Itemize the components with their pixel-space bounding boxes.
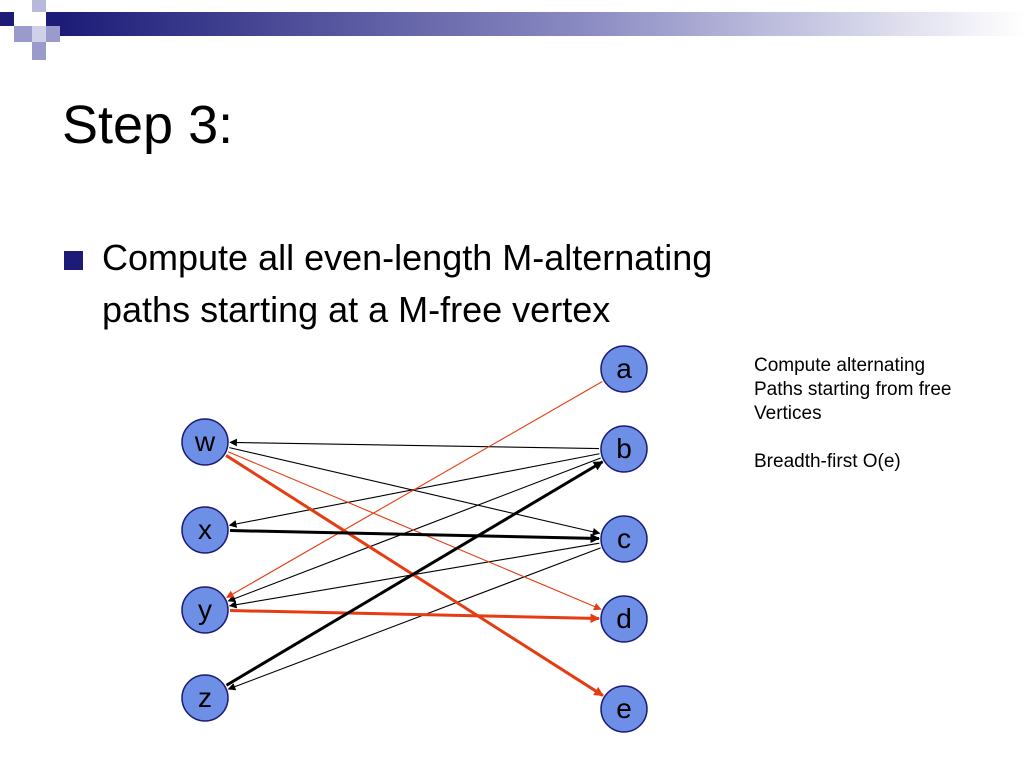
- vertex-group: w x y z a b c d e: [181, 345, 648, 733]
- vertex-circle: [181, 418, 229, 466]
- header-gradient-band: [60, 12, 1024, 36]
- vertex-circle: [600, 595, 648, 643]
- vertex-circle: [600, 685, 648, 733]
- vertex-z: z: [181, 674, 229, 722]
- edge-b-w: [229, 438, 600, 450]
- vertex-a: a: [600, 345, 648, 393]
- vertex-label: w: [194, 426, 216, 457]
- header-decoration: [0, 0, 1024, 60]
- vertex-label: e: [616, 693, 632, 724]
- edge-w-d: [227, 451, 602, 611]
- vertex-b: b: [600, 425, 648, 473]
- vertex-label: y: [198, 594, 212, 625]
- side-note-line: Vertices: [754, 403, 822, 424]
- edge-c-z: [227, 547, 601, 691]
- edge-group: [225, 380, 604, 697]
- side-note-line: Breadth-first O(e): [754, 451, 901, 472]
- vertex-label: a: [616, 353, 632, 384]
- edge-x-c: [229, 529, 600, 544]
- side-note-line: Compute alternating: [754, 355, 926, 376]
- vertex-label: x: [198, 514, 212, 545]
- deco-square: [32, 26, 46, 42]
- vertex-label: b: [616, 433, 632, 464]
- vertex-label: z: [198, 682, 212, 713]
- deco-square: [14, 12, 32, 26]
- vertex-circle: [181, 506, 229, 554]
- vertex-label: d: [616, 603, 632, 634]
- side-note: Compute alternating Paths starting from …: [754, 354, 1024, 474]
- slide-title: Step 3:: [62, 95, 234, 155]
- vertex-circle: [181, 586, 229, 634]
- vertex-circle: [181, 674, 229, 722]
- vertex-e: e: [600, 685, 648, 733]
- vertex-d: d: [600, 595, 648, 643]
- bullet-text: Compute all even-length M-alternating pa…: [102, 232, 892, 336]
- vertex-circle: [600, 425, 648, 473]
- side-note-line: Paths starting from free: [754, 379, 952, 400]
- edge-w-c: [229, 447, 601, 536]
- vertex-circle: [600, 345, 648, 393]
- deco-square: [0, 12, 14, 26]
- bullet-line: Compute all even-length M-alternating: [102, 237, 713, 278]
- square-bullet-icon: [64, 251, 83, 270]
- vertex-label: c: [617, 523, 631, 554]
- vertex-c: c: [600, 515, 648, 563]
- bullet-line: paths starting at a M-free vertex: [102, 289, 611, 330]
- edge-a-y: [226, 380, 603, 599]
- vertex-y: y: [181, 586, 229, 634]
- edge-y-d: [229, 609, 600, 624]
- edge-w-e: [225, 454, 604, 697]
- deco-square: [46, 12, 60, 26]
- vertex-circle: [600, 515, 648, 563]
- edge-b-y: [227, 457, 601, 603]
- vertex-x: x: [181, 506, 229, 554]
- deco-square: [46, 26, 60, 42]
- deco-square: [14, 26, 32, 42]
- vertex-w: w: [181, 418, 229, 466]
- deco-square: [32, 0, 46, 12]
- edge-z-b: [225, 460, 604, 687]
- deco-square: [32, 42, 46, 60]
